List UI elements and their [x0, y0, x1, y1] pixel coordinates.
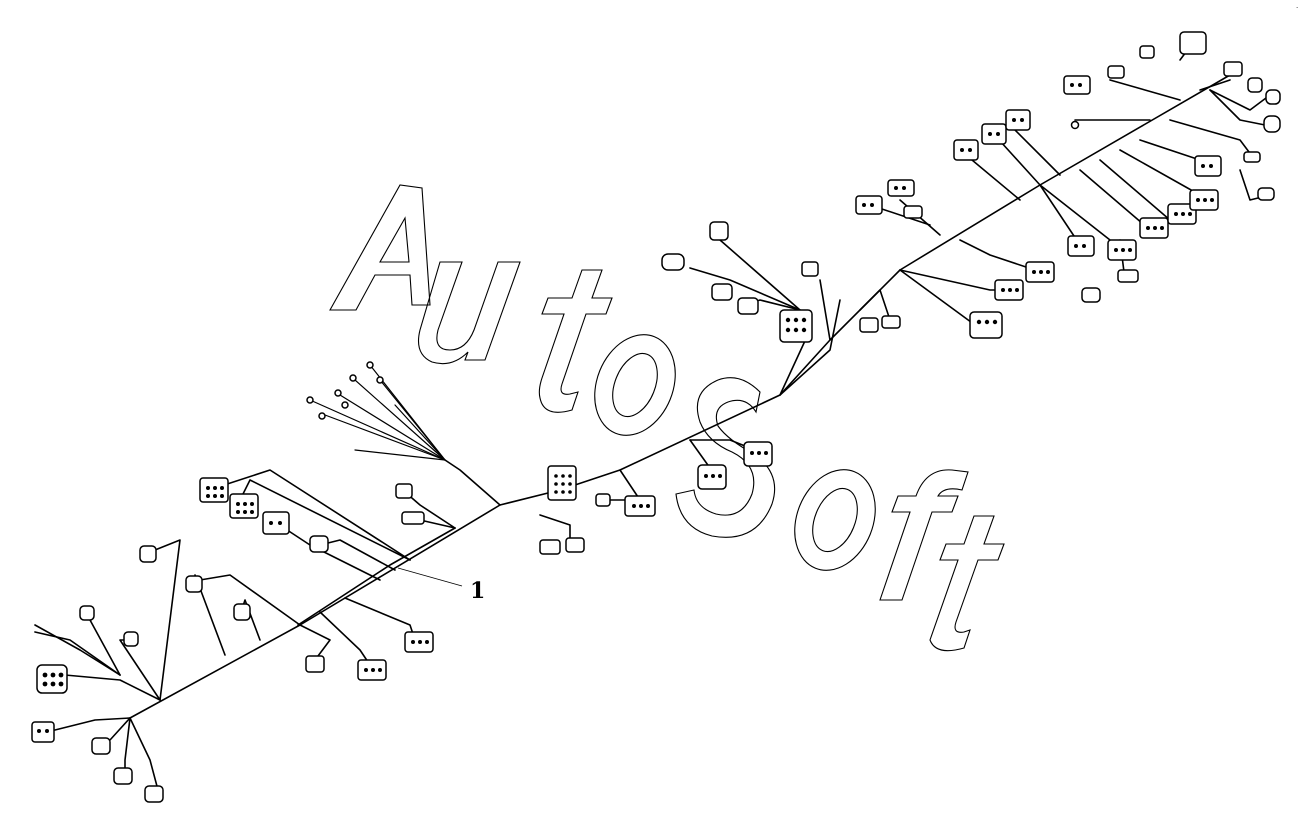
connector-block — [36, 664, 68, 694]
leader-line — [397, 567, 463, 587]
watermark-logo — [329, 184, 1005, 652]
terminal-fan — [306, 361, 501, 506]
corner-mark: . — [1296, 2, 1298, 10]
fuse-block — [779, 309, 813, 343]
callout-number: 1 — [470, 578, 485, 604]
callout: 1 — [397, 567, 485, 604]
connector-group — [31, 31, 1281, 803]
main-trunk — [129, 74, 1231, 719]
